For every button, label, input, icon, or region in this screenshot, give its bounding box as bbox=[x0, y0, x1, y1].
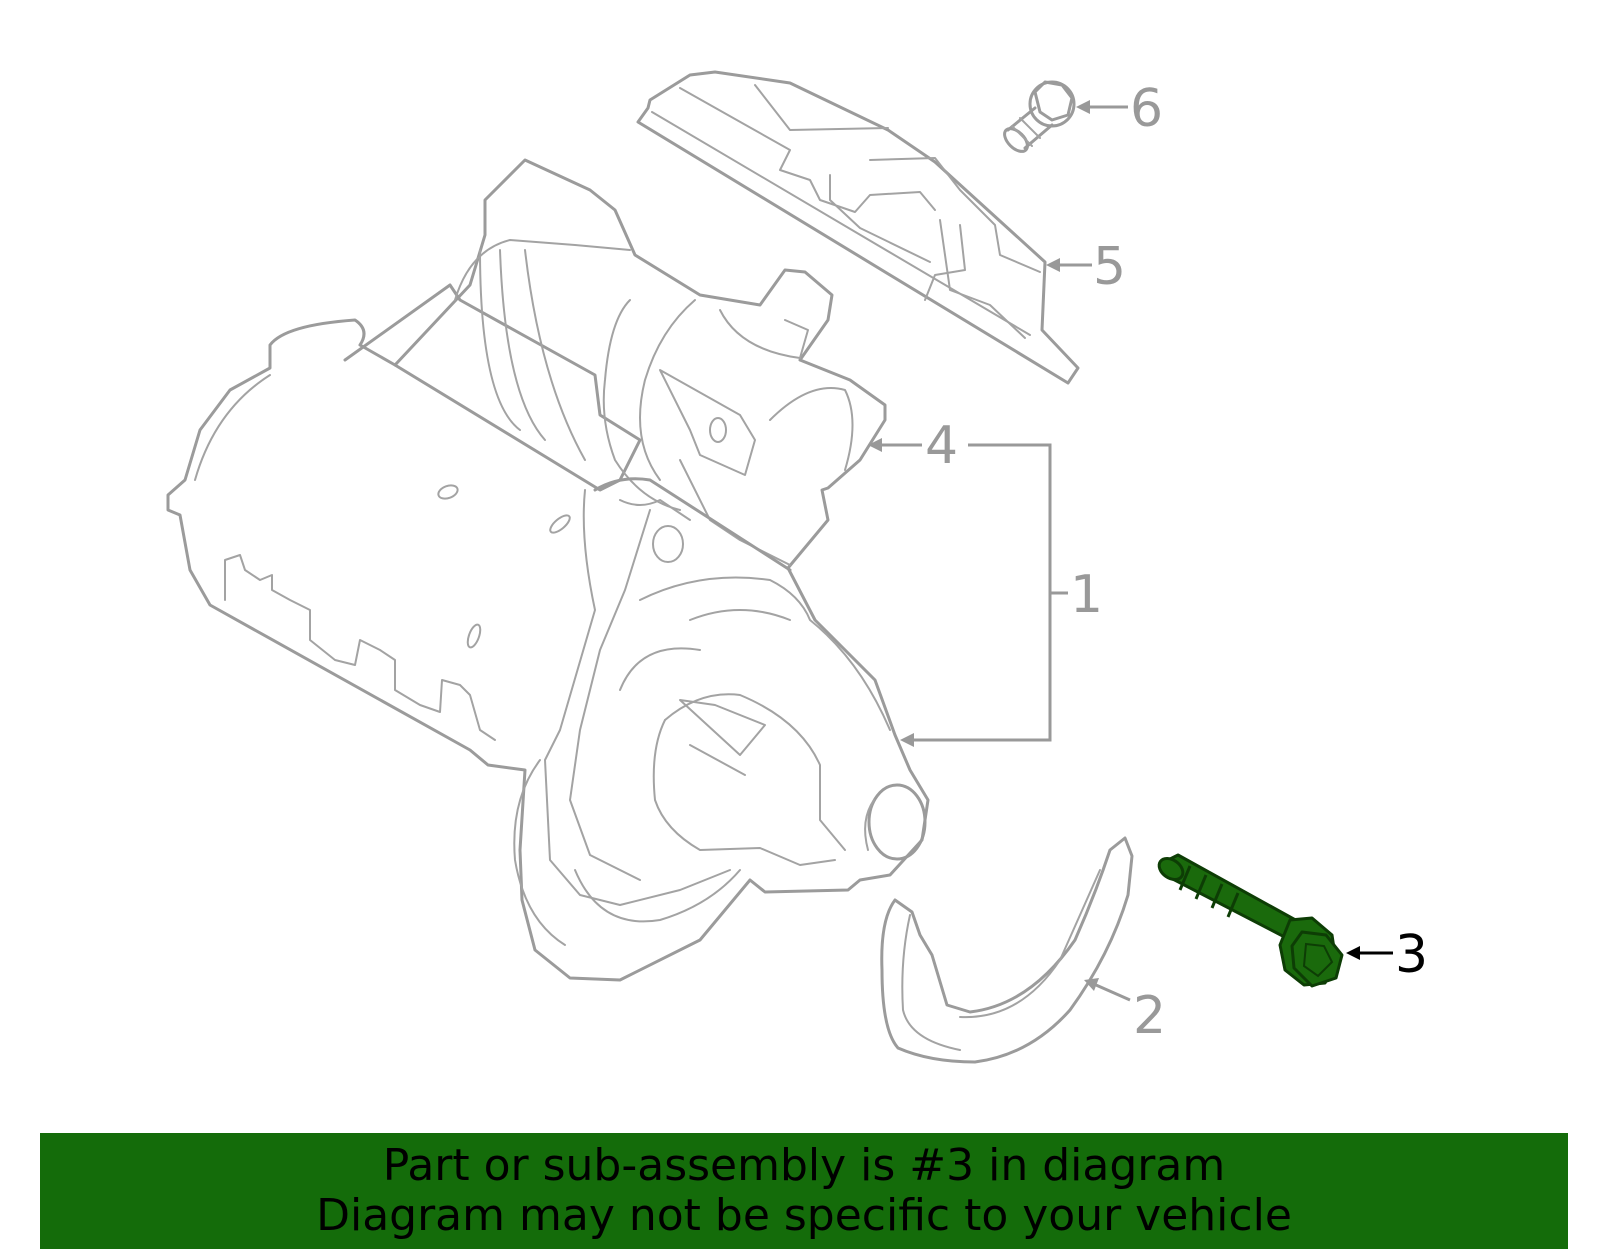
banner-line-1: Part or sub-assembly is #3 in diagram bbox=[382, 1140, 1226, 1191]
part-5-cover-plate[interactable] bbox=[636, 70, 1080, 385]
part-2-curved-seal[interactable] bbox=[880, 836, 1134, 1064]
info-banner: Part or sub-assembly is #3 in diagram Di… bbox=[40, 1133, 1568, 1249]
banner-line-2: Diagram may not be specific to your vehi… bbox=[316, 1190, 1292, 1241]
leader-lines bbox=[868, 100, 1393, 1002]
callout-labels: 6 5 4 1 2 3 bbox=[925, 79, 1428, 1046]
part-6-bolt[interactable] bbox=[1000, 80, 1076, 156]
part-1-starter-motor[interactable] bbox=[166, 158, 930, 982]
part-3-flange-bolt[interactable] bbox=[1155, 853, 1344, 988]
callout-4: 4 bbox=[925, 416, 958, 476]
callout-3: 3 bbox=[1395, 925, 1428, 985]
callout-6: 6 bbox=[1130, 79, 1163, 139]
callout-2: 2 bbox=[1133, 986, 1166, 1046]
callout-1: 1 bbox=[1070, 565, 1103, 625]
callout-5: 5 bbox=[1093, 237, 1126, 297]
bolt-hex-head bbox=[1290, 930, 1344, 988]
